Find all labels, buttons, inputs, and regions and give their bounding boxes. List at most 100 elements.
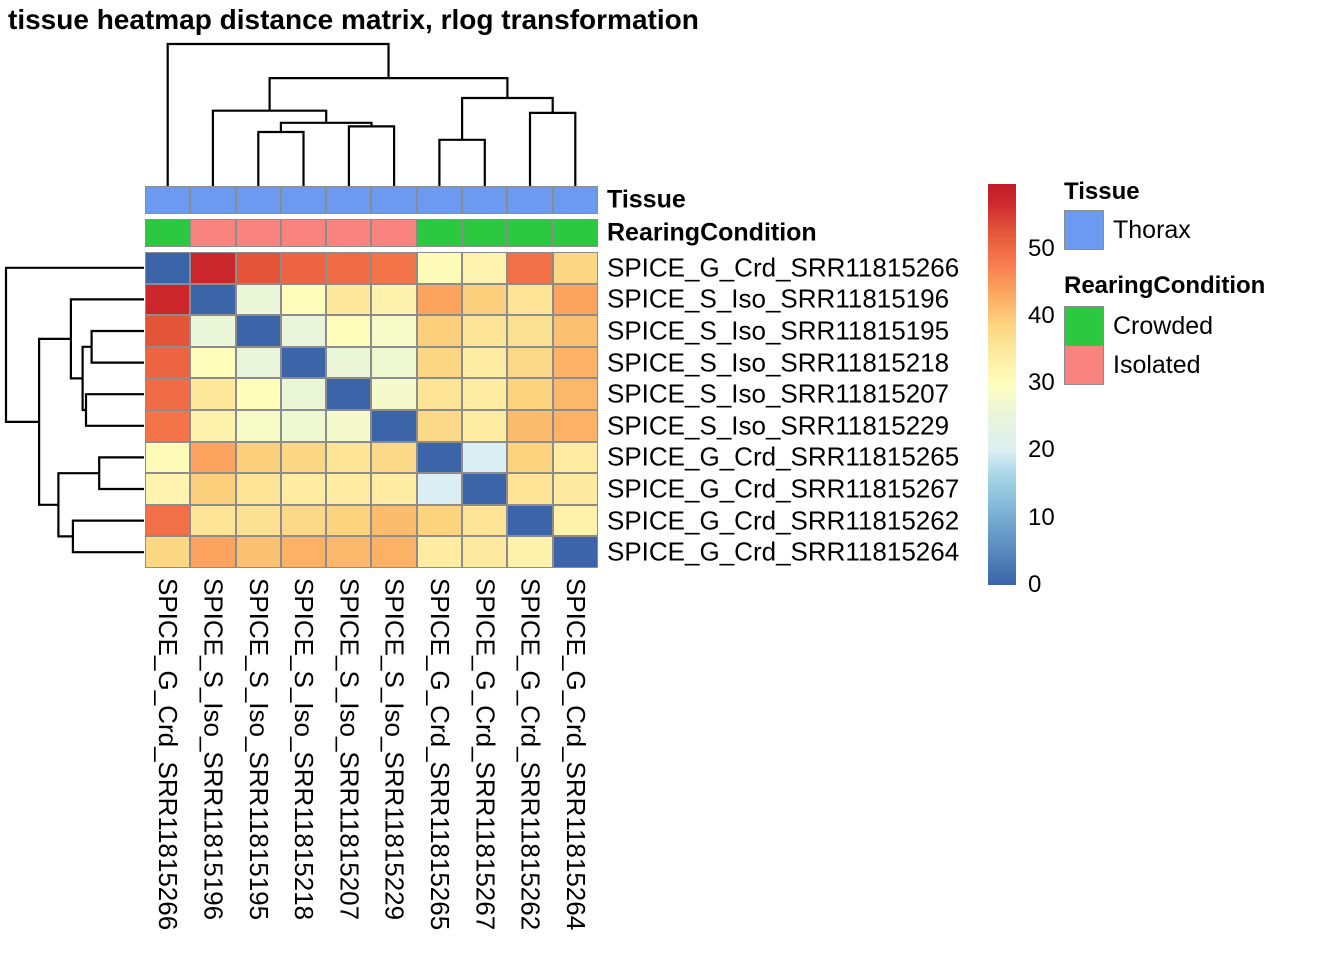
column-label: SPICE_G_Crd_SRR11815267 [470,578,501,931]
tissue-annotation-cell [190,186,236,214]
dendrogram-branch [84,393,144,427]
heatmap-cell [326,410,372,442]
heatmap-cell [190,536,236,568]
rearingcondition-annotation-cell [280,219,327,247]
heatmap-cell [371,346,417,379]
heatmap-cell [552,441,598,474]
rearingcondition-annotation-cell [462,219,508,247]
heatmap-cell [190,473,236,505]
heatmap-cell [371,504,417,537]
heatmap-cell [507,410,553,442]
heatmap-cell [371,378,417,410]
heatmap-cell [552,410,598,442]
dendrogram-branch [347,125,396,186]
heatmap-cell [416,346,463,379]
heatmap-cell [326,315,372,347]
heatmap-cell [462,346,508,379]
heatmap-cell [145,441,191,474]
heatmap-cell [190,504,236,537]
plot-title: tissue heatmap distance matrix, rlog tra… [8,4,699,35]
column-label: SPICE_S_Iso_SRR11815196 [198,578,229,921]
heatmap-cell [280,536,327,568]
heatmap-cell [507,252,553,284]
heatmap-cell [235,315,281,347]
tissue-annotation-label: Tissue [607,185,686,214]
rearing-annotation-row [145,219,598,247]
heatmap-cell [462,536,508,568]
heatmap-cell [280,410,327,442]
heatmap-cell [235,346,281,379]
heatmap-cell [552,473,598,505]
heatmap-cell [371,473,417,505]
thorax-swatch [1064,210,1104,250]
heatmap-cell [235,473,281,505]
heatmap-cell [416,410,463,442]
column-label: SPICE_S_Iso_SRR11815218 [289,578,320,921]
heatmap-cell [145,504,191,537]
column-label: SPICE_G_Crd_SRR11815265 [424,578,455,931]
tissue-annotation-cell [235,186,281,214]
heatmap-cell [235,441,281,474]
row-label: SPICE_S_Iso_SRR11815229 [607,410,950,441]
heatmap-cell [235,378,281,410]
heatmap-cell [552,315,598,347]
heatmap-cell [235,504,281,537]
heatmap-cell [326,346,372,379]
colorbar-tick-label: 0 [1028,571,1042,598]
heatmap-grid [145,252,598,568]
heatmap-cell [507,504,553,537]
heatmap-cell [190,252,236,284]
legend-tissue-title: Tissue [1064,178,1140,205]
tissue-annotation-cell [371,186,417,214]
heatmap-cell [416,504,463,537]
heatmap-cell [462,378,508,410]
heatmap-cell [462,315,508,347]
row-label: SPICE_S_Iso_SRR11815196 [607,283,950,314]
heatmap-cell [280,283,327,316]
heatmap-cell [416,441,463,474]
legend-rearing-title: RearingCondition [1064,272,1266,299]
heatmap-cell [371,315,417,347]
heatmap-cell [326,504,372,537]
heatmap-cell [462,252,508,284]
heatmap-cell [326,378,372,410]
heatmap-cell [371,252,417,284]
colorbar-tick-label: 50 [1028,234,1055,262]
heatmap-cell [145,252,191,284]
heatmap-cell [462,473,508,505]
heatmap-cell [416,283,463,316]
heatmap-cell [507,378,553,410]
dendrogram-branch [98,456,144,491]
tissue-annotation-cell [552,186,598,214]
tissue-annotation-cell [507,186,553,214]
column-label: SPICE_S_Iso_SRR11815207 [334,578,365,921]
column-label: SPICE_S_Iso_SRR11815195 [243,578,274,921]
heatmap-cell [280,378,327,410]
heatmap-cell [507,536,553,568]
heatmap-cell [280,315,327,347]
heatmap-cell [235,410,281,442]
heatmap-cell [235,536,281,568]
heatmap-cell [280,441,327,474]
heatmap-cell [552,346,598,379]
heatmap-cell [371,536,417,568]
heatmap-cell [280,346,327,379]
dendrogram-branch [438,138,486,186]
colorbar-tick-label: 20 [1028,436,1055,464]
heatmap-cell [552,378,598,410]
legend-item-crowded: Crowded [1064,306,1213,346]
dendrogram-branch [166,42,390,186]
tissue-annotation-cell [416,186,463,214]
heatmap-cell [145,346,191,379]
rearingcondition-annotation-cell [235,219,281,247]
dendrogram-branch [90,329,144,364]
heatmap-cell [507,283,553,316]
isolated-label: Isolated [1113,350,1201,379]
heatmap-cell [552,252,598,284]
heatmap-cell [371,410,417,442]
colorbar [988,184,1016,585]
legend-item-thorax: Thorax [1064,210,1191,250]
heatmap-cell [145,473,191,505]
